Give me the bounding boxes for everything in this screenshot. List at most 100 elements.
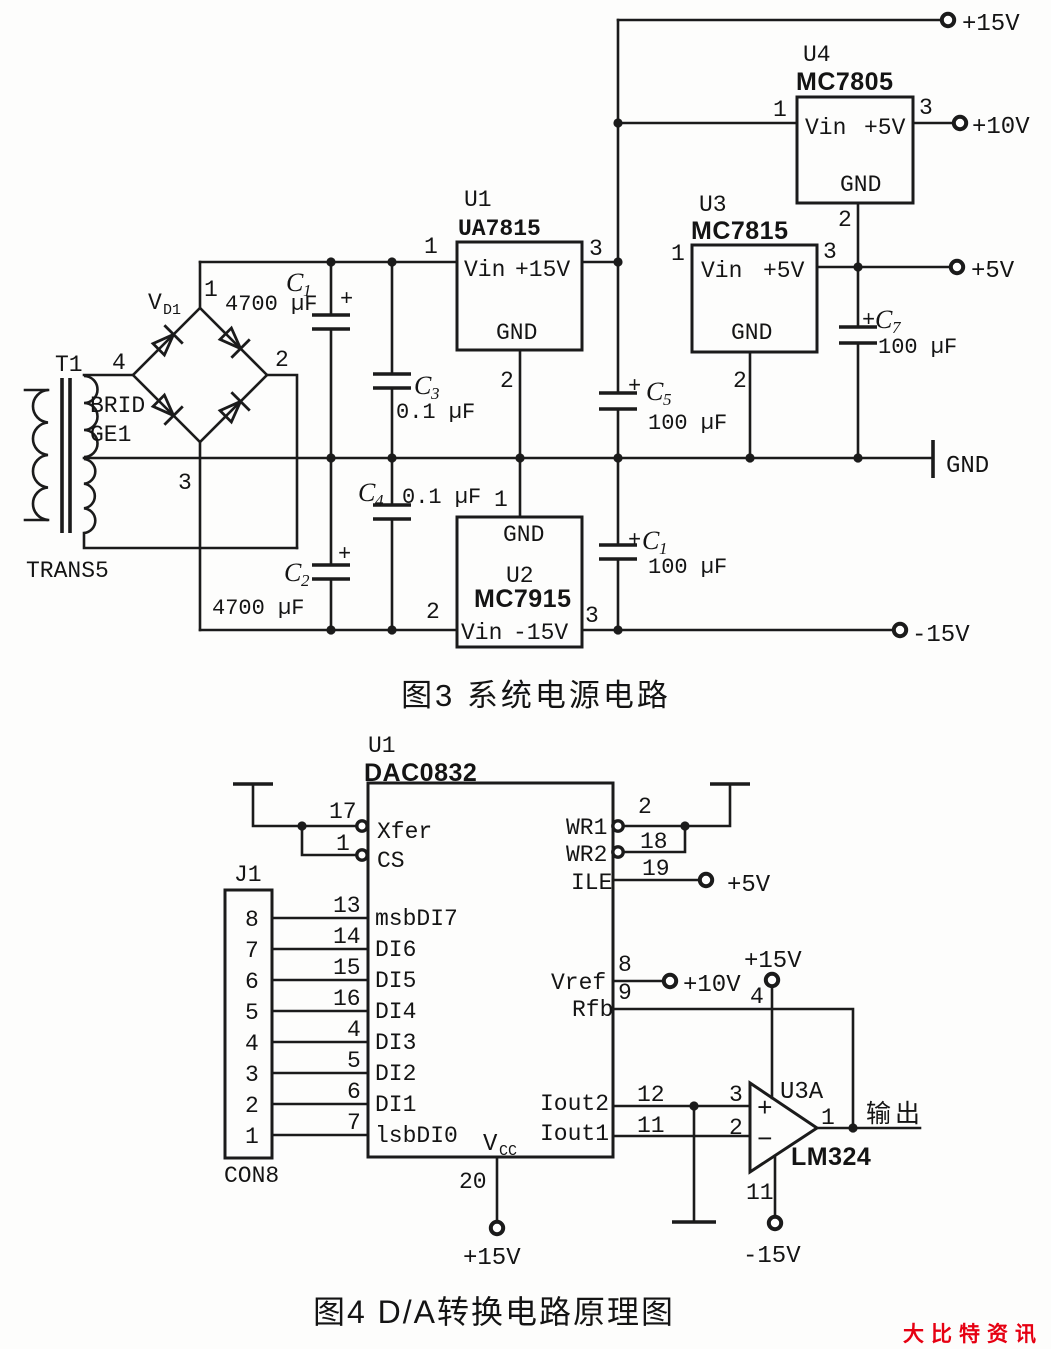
cap-label: C — [414, 371, 432, 400]
u3-vin: Vin — [701, 258, 742, 284]
pin-num: 12 — [637, 1082, 665, 1108]
cap-label: C — [284, 558, 302, 587]
cap-sub: 5 — [663, 390, 672, 409]
j1-pin: 5 — [245, 1000, 259, 1026]
diode-icon — [150, 324, 184, 358]
cap-value: 100 µF — [878, 335, 957, 360]
regulator-u1: U1 UA7815 Vin +15V GND 1 2 3 — [424, 187, 603, 394]
cap-sub: 1 — [303, 281, 312, 300]
opamp-pin1: 1 — [821, 1105, 835, 1131]
vref-rail-label: +10V — [683, 972, 741, 999]
pin-name: msbDI7 — [375, 906, 458, 932]
bridge-ref: V — [148, 290, 162, 316]
pin-name: ILE — [571, 870, 612, 896]
pin-name: DI6 — [375, 937, 416, 963]
fig3-junctions — [326, 118, 863, 635]
figure3-caption: 图3 系统电源电路 — [401, 678, 671, 713]
vcc-rail-label: +15V — [463, 1245, 521, 1272]
u3-gnd: GND — [731, 320, 772, 346]
watermark-text: 大比特资讯 — [903, 1322, 1043, 1346]
pin-num: 1 — [336, 831, 350, 857]
pin-num: 19 — [642, 856, 670, 882]
opamp-pin11: 11 — [746, 1180, 774, 1206]
cap-label: C — [286, 268, 304, 297]
diode-icon — [217, 325, 251, 359]
pin-name: Iout2 — [540, 1091, 609, 1117]
data-bus-wires: 13 14 15 16 4 5 6 7 msbDI7 DI6 DI5 DI4 D… — [270, 893, 458, 1149]
cap-c4-0.1uf: C 4 0.1 µF — [358, 478, 481, 521]
u2-vin: Vin — [461, 620, 502, 646]
rail-p10v-label: +10V — [972, 114, 1030, 141]
pin-num: 7 — [347, 1110, 361, 1136]
cap-polarity: + — [628, 528, 641, 553]
u4-pin1: 1 — [773, 97, 787, 123]
u1-ref: U1 — [464, 187, 492, 213]
pin-num: 6 — [347, 1079, 361, 1105]
u1-pin3: 3 — [589, 236, 603, 262]
bridge-pin4: 4 — [112, 350, 126, 376]
rail-p5v-label: +5V — [971, 258, 1015, 285]
pin-num: 5 — [347, 1048, 361, 1074]
pin-num: 13 — [333, 893, 361, 919]
u2-vout: -15V — [513, 620, 568, 646]
regulator-u3: U3 MC7815 Vin +5V GND 1 2 3 — [671, 192, 837, 394]
figure3-power-supply-schematic: T1 TRANS5 V D1 BRID GE1 1 2 3 — [23, 11, 1030, 713]
u4-vin: Vin — [805, 115, 846, 141]
diode-icon — [150, 392, 184, 426]
cap-c1-4700uf: C 1 4700 µF + — [225, 268, 353, 331]
pin-num: 11 — [637, 1113, 665, 1139]
u3-pin3: 3 — [823, 239, 837, 265]
pin-name: Vref — [551, 970, 606, 996]
cap-sub: 7 — [892, 318, 902, 337]
dac-part: DAC0832 — [364, 759, 477, 787]
cap-polarity: + — [628, 374, 641, 399]
bridge-ref-sub: D1 — [163, 302, 181, 319]
u4-part: MC7805 — [796, 68, 894, 96]
cap-label: C — [875, 305, 893, 334]
j1-ref: J1 — [234, 862, 262, 888]
cap-polarity: + — [340, 287, 353, 312]
u3-pin2: 2 — [733, 368, 747, 394]
pin-name: lsbDI0 — [375, 1123, 458, 1149]
pin-num: 4 — [347, 1017, 361, 1043]
cap-sub: 4 — [375, 491, 384, 510]
u4-pin3: 3 — [919, 95, 933, 121]
vcc-pin-num: 20 — [459, 1169, 487, 1195]
j1-pin: 4 — [245, 1031, 259, 1057]
u2-pin1: 1 — [494, 487, 508, 513]
bridge-part-line1: BRID — [90, 393, 145, 419]
bridge-rectifier-vd1: V D1 BRID GE1 1 2 3 4 — [90, 260, 299, 632]
cap-value: 0.1 µF — [402, 485, 481, 510]
j1-pin: 1 — [245, 1124, 259, 1150]
fig3-wires — [82, 18, 955, 632]
pin-name: Xfer — [377, 819, 432, 845]
u1-part: UA7815 — [458, 216, 541, 242]
regulator-u4: U4 MC7805 Vin +5V GND 1 2 3 — [773, 42, 933, 233]
cap-label: C — [642, 526, 660, 555]
pin-name: DI2 — [375, 1061, 416, 1087]
cap-value: 4700 µF — [225, 292, 317, 317]
u4-gnd: GND — [840, 172, 881, 198]
opamp-minus: − — [757, 1125, 773, 1155]
u2-gnd: GND — [503, 522, 544, 548]
bridge-pin1: 1 — [204, 277, 218, 303]
pin-name: DI1 — [375, 1092, 416, 1118]
opamp-part: LM324 — [791, 1143, 871, 1171]
cap-value: 0.1 µF — [396, 400, 475, 425]
u1-pin1: 1 — [424, 234, 438, 260]
cap-value: 100 µF — [648, 555, 727, 580]
figure4-da-converter-schematic: U1 DAC0832 V CC 17 Xfer 1 CS J1 CON8 8 7… — [223, 733, 922, 1330]
j1-pin: 3 — [245, 1062, 259, 1088]
dac-vcc-sub: CC — [499, 1143, 517, 1160]
gnd-label: GND — [946, 453, 989, 480]
connector-j1: J1 CON8 8 7 6 5 4 3 2 1 — [223, 862, 279, 1189]
bridge-pin3: 3 — [178, 470, 192, 496]
cap-sub: 3 — [430, 384, 440, 403]
cap-sub: 2 — [301, 571, 310, 590]
u3-part: MC7815 — [691, 217, 789, 245]
dac-ref-wires: Vref Rfb 8 9 +10V — [551, 952, 855, 1130]
pin-name: DI4 — [375, 999, 416, 1025]
cap-value: 4700 µF — [212, 596, 304, 621]
pin-num: 17 — [329, 799, 357, 825]
